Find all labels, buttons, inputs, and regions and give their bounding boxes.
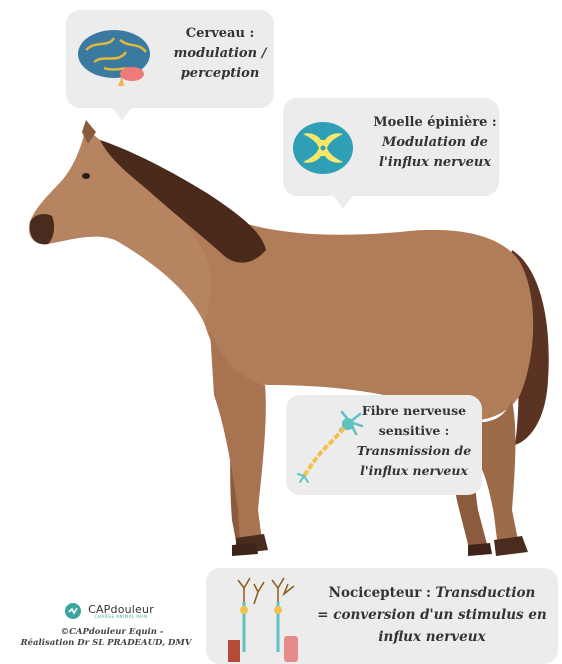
footer: CAPdouleur CHARGE ANIMAL PAIN ©CAPdouleu… — [0, 602, 210, 649]
credit-line-1: ©CAPdouleur Equin - — [0, 627, 210, 638]
spinal-cord-callout-text: Moelle épinière : Modulation de l'influx… — [365, 113, 505, 173]
horse-eye — [82, 173, 90, 179]
nerve-fiber-callout-text: Fibre nerveuse sensitive : Transmission … — [350, 401, 478, 481]
brain-line-1: modulation / — [165, 44, 275, 64]
nerve-fiber-line-1: Transmission de — [350, 441, 478, 461]
callout-tail — [112, 107, 132, 121]
horse-far-hind-hoof — [468, 543, 492, 556]
brain-title: Cerveau : — [165, 24, 275, 44]
capdouleur-logo-icon — [64, 602, 82, 620]
spinal-cord-line-2: l'influx nerveux — [365, 153, 505, 173]
logo-tagline: CHARGE ANIMAL PAIN — [88, 614, 154, 619]
capdouleur-logo: CAPdouleur CHARGE ANIMAL PAIN — [8, 602, 210, 620]
nerve-fiber-title-1: Fibre nerveuse — [350, 401, 478, 421]
brain-icon — [74, 24, 156, 88]
spinal-cord-title: Moelle épinière : — [365, 113, 505, 133]
credit-line-2: Réalisation Dr SL PRADEAUD, DMV — [0, 638, 210, 649]
horse-far-fore-hoof — [232, 543, 258, 556]
nociceptor-title-rest: Transduction — [435, 585, 535, 601]
nociceptor-line-1: = conversion d'un stimulus en — [310, 604, 554, 626]
spinal-cord-line-1: Modulation de — [365, 133, 505, 153]
nociceptor-callout-text: Nocicepteur : Transduction = conversion … — [310, 582, 554, 648]
nociceptor-line-2: influx nerveux — [310, 626, 554, 648]
brain-callout-text: Cerveau : modulation / perception — [165, 24, 275, 84]
nerve-fiber-line-2: l'influx nerveux — [350, 461, 478, 481]
spinal-cord-icon — [291, 120, 355, 176]
callout-tail — [333, 195, 353, 209]
nociceptor-icon — [224, 572, 304, 662]
nerve-fiber-title-2: sensitive : — [350, 421, 478, 441]
nociceptor-title: Nocicepteur : — [329, 585, 431, 601]
brain-line-2: perception — [165, 64, 275, 84]
